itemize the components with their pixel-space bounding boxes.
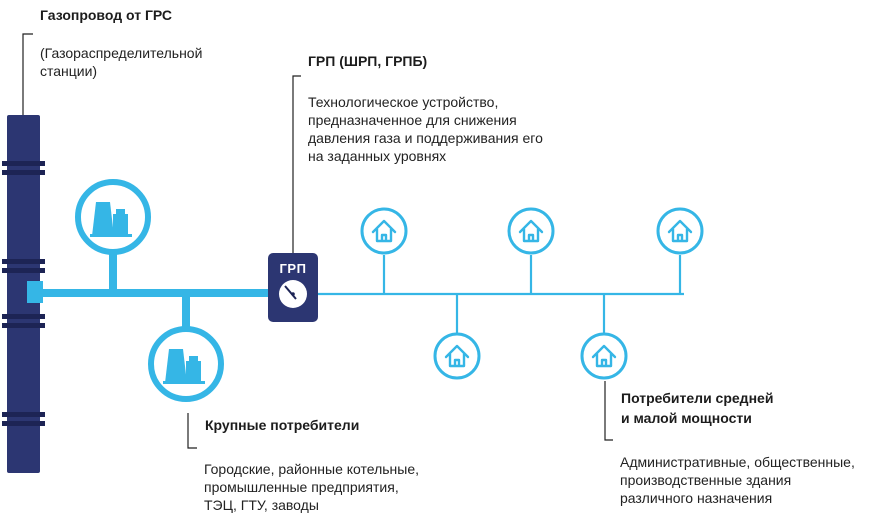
house-icon — [444, 344, 470, 368]
source-leader-line — [22, 33, 33, 115]
low-pressure-lines — [318, 255, 684, 333]
factory-consumer-1 — [75, 179, 151, 255]
grp-leader-line — [292, 75, 301, 253]
house-consumer-2 — [507, 207, 555, 255]
small-consumers-title: Потребители средней и малой мощности — [621, 390, 773, 427]
large-consumers-leader-line — [187, 413, 197, 449]
pipe-outlet-connector — [27, 281, 43, 303]
small-consumer-houses — [360, 207, 704, 380]
small-consumers-title-line: и малой мощности — [621, 410, 752, 426]
house-consumer-1 — [360, 207, 408, 255]
grp-desc-line: на заданных уровнях — [308, 148, 447, 164]
source-desc-line: станции) — [40, 63, 98, 79]
large-consumers-desc-line: промышленные предприятия, — [204, 479, 399, 495]
source-title: Газопровод от ГРС — [40, 7, 172, 23]
leader-lines — [22, 33, 613, 449]
house-icon — [371, 219, 397, 243]
factory-consumer-2 — [148, 326, 224, 402]
house-consumer-3 — [656, 207, 704, 255]
small-consumers-description: Административные, общественные, производ… — [620, 453, 855, 507]
large-consumers-desc-line: ТЭЦ, ГТУ, заводы — [204, 497, 319, 513]
grp-desc-line: Технологическое устройство, — [308, 94, 499, 110]
main-gas-pipe — [2, 115, 45, 473]
grp-desc-line: давления газа и поддерживания его — [308, 130, 543, 146]
grp-description: Технологическое устройство, предназначен… — [308, 93, 543, 165]
grp-unit: ГРП — [268, 253, 318, 322]
grp-title: ГРП (ШРП, ГРПБ) — [308, 53, 428, 69]
source-description: (Газораспределительной станции) — [40, 44, 202, 80]
high-pressure-line — [40, 245, 272, 335]
large-consumers-description: Городские, районные котельные, промышлен… — [204, 460, 419, 514]
source-desc-line: (Газораспределительной — [40, 45, 203, 61]
small-consumers-leader-line — [604, 381, 613, 441]
small-consumers-desc-line: производственные здания — [620, 472, 792, 488]
house-icon — [518, 219, 544, 243]
small-consumers-desc-line: различного назначения — [620, 490, 773, 506]
house-consumer-4 — [433, 332, 481, 380]
grp-box-label: ГРП — [280, 261, 307, 276]
large-consumers-desc-line: Городские, районные котельные, — [204, 461, 420, 477]
small-consumers-title-line: Потребители средней — [621, 390, 774, 406]
grp-desc-line: предназначенное для снижения — [308, 112, 517, 128]
house-consumer-5 — [580, 332, 628, 380]
house-icon — [591, 344, 617, 368]
factory-icon — [90, 202, 132, 237]
small-consumers-desc-line: Административные, общественные, — [620, 454, 855, 470]
house-icon — [667, 219, 693, 243]
pressure-gauge-icon — [279, 280, 307, 308]
large-consumers-title: Крупные потребители — [205, 417, 360, 433]
factory-icon — [163, 349, 205, 384]
